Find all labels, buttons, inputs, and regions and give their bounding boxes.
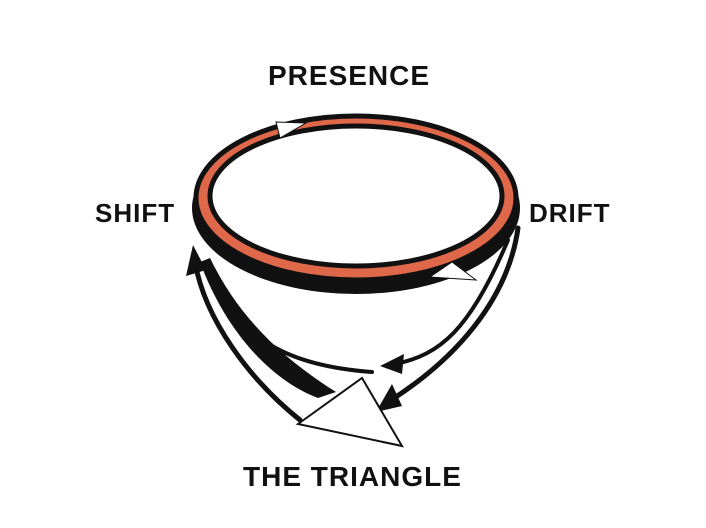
triangle-to-shift-arrow: [192, 259, 303, 423]
drift-to-triangle-arrow: [385, 225, 521, 405]
triangle-to-shift-wedge: [200, 258, 336, 398]
shift-label: SHIFT: [95, 198, 176, 228]
presence-label: PRESENCE: [268, 60, 431, 91]
the-triangle-label: THE TRIANGLE: [243, 461, 462, 492]
ring-inner: [207, 123, 505, 269]
triangle-to-shift-arrowhead: [186, 245, 206, 276]
drift-to-triangle-arrowhead: [376, 384, 402, 412]
return-curve-arrow: [393, 238, 510, 366]
ring-bottom-arrowhead-icon: [428, 261, 478, 281]
drift-label: DRIFT: [529, 198, 611, 228]
ring-top-arrowhead-icon: [275, 121, 308, 139]
return-curve-arrowhead: [380, 354, 404, 374]
triangle-icon: [295, 376, 405, 448]
